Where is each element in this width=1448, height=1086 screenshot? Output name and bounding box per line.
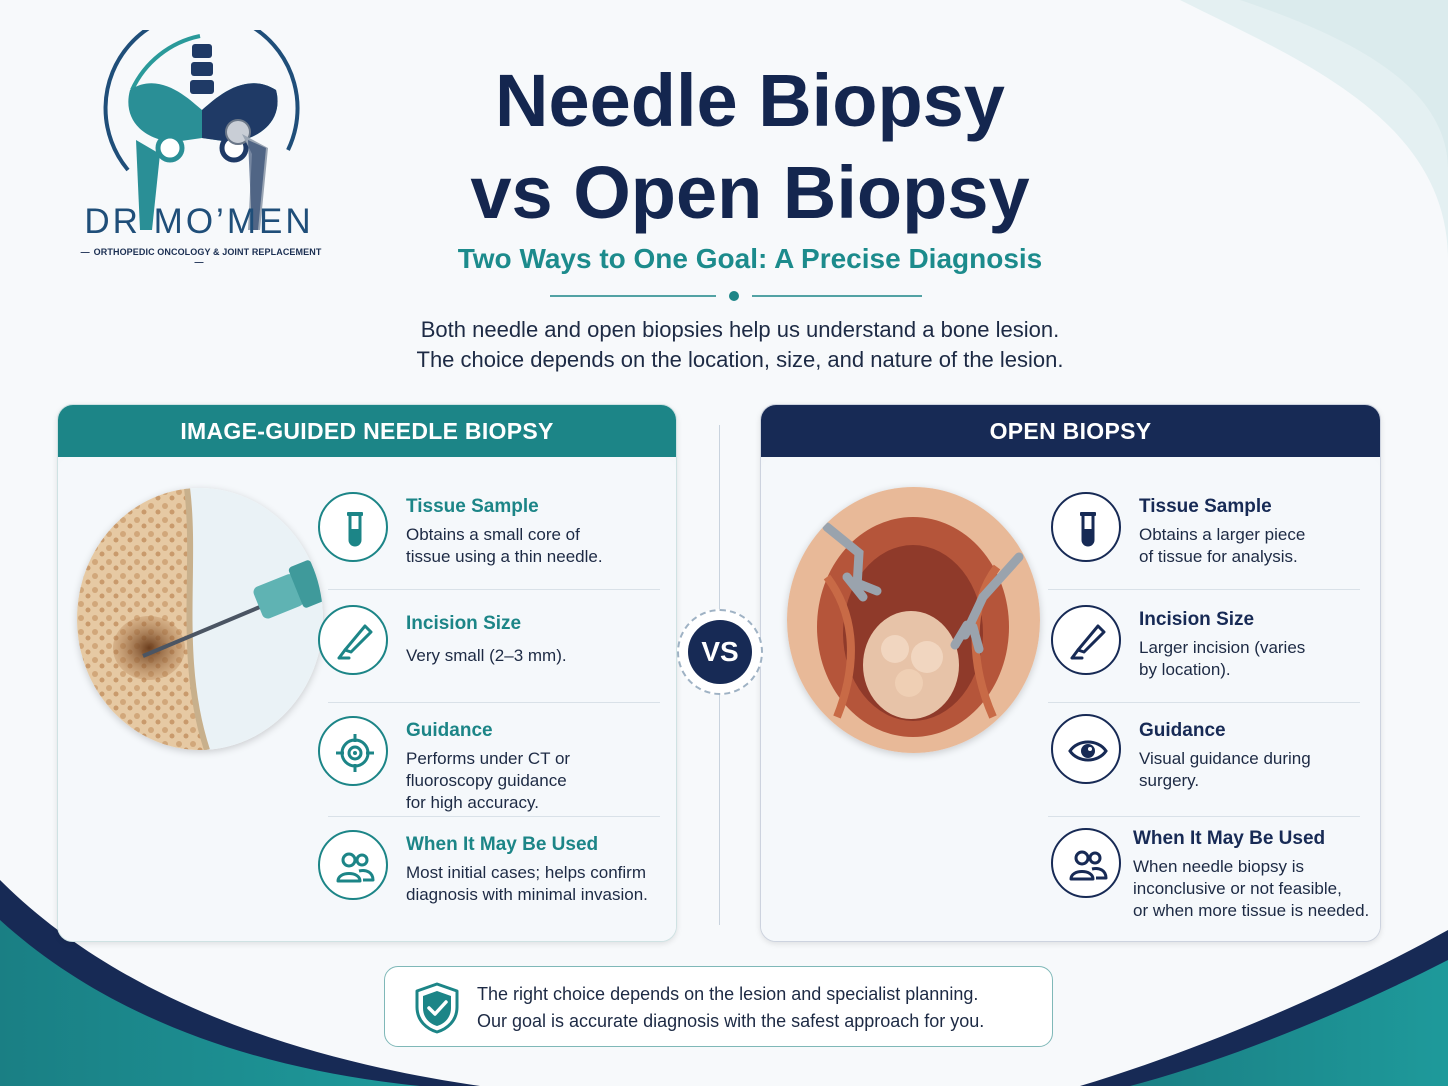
feature-description: Visual guidance during surgery. [1139,749,1311,790]
feature-description: Obtains a small core of tissue using a t… [406,525,603,566]
title-divider [550,291,922,301]
feature-description: Larger incision (varies by location). [1139,638,1306,679]
title-line-2: vs Open Biopsy [470,151,1030,234]
test-tube-icon [1051,492,1121,562]
feature-description: Very small (2–3 mm). [406,646,567,665]
needle-biopsy-heading: IMAGE-GUIDED NEEDLE BIOPSY [58,405,676,457]
feature-description: Most initial cases; helps confirm diagno… [406,863,648,904]
divider-line [1048,589,1360,590]
feature-title: Incision Size [1139,609,1255,630]
divider-line [1048,702,1360,703]
feature-title: Guidance [1139,720,1226,741]
open-biopsy-heading: OPEN BIOPSY [761,405,1380,457]
page-title: Needle Biopsy vs Open Biopsy [360,55,1140,239]
scalpel-icon [318,605,388,675]
feature-description: Obtains a larger piece of tissue for ana… [1139,525,1306,566]
footer-note: The right choice depends on the lesion a… [384,966,1053,1047]
footer-text: The right choice depends on the lesion a… [477,984,985,1031]
scalpel-icon [1051,605,1121,675]
feature-description: Performs under CT or fluoroscopy guidanc… [406,749,571,812]
title-line-1: Needle Biopsy [495,59,1005,142]
divider-line [328,702,660,703]
feature-title: Tissue Sample [406,496,539,517]
intro-line-1: Both needle and open biopsies help us un… [420,317,1060,342]
people-icon [318,830,388,900]
open-biopsy-illustration [787,487,1040,753]
feature-title: Tissue Sample [1139,496,1272,517]
needle-biopsy-illustration [77,488,323,750]
divider-line [328,589,660,590]
intro-line-2: The choice depends on the location, size… [416,347,1064,372]
divider-line [328,816,660,817]
brand-name: DR MO’MEN [84,202,314,241]
feature-description: When needle biopsy is inconclusive or no… [1133,857,1370,920]
page-subtitle: Two Ways to One Goal: A Precise Diagnosi… [457,243,1043,274]
intro-text: Both needle and open biopsies help us un… [340,315,1140,375]
people-icon [1051,828,1121,898]
logo-graphic [103,30,300,230]
target-icon [318,716,388,786]
feature-title: Guidance [406,720,493,741]
vs-badge: VS [688,620,752,684]
brand-tagline: ORTHOPEDIC ONCOLOGY & JOINT REPLACEMENT [70,247,328,267]
divider-line [1048,816,1360,817]
feature-title: Incision Size [406,613,522,634]
shield-check-icon [415,982,459,1034]
feature-title: When It May Be Used [1133,828,1326,849]
eye-icon [1051,714,1121,784]
feature-title: When It May Be Used [406,834,599,855]
test-tube-icon [318,492,388,562]
